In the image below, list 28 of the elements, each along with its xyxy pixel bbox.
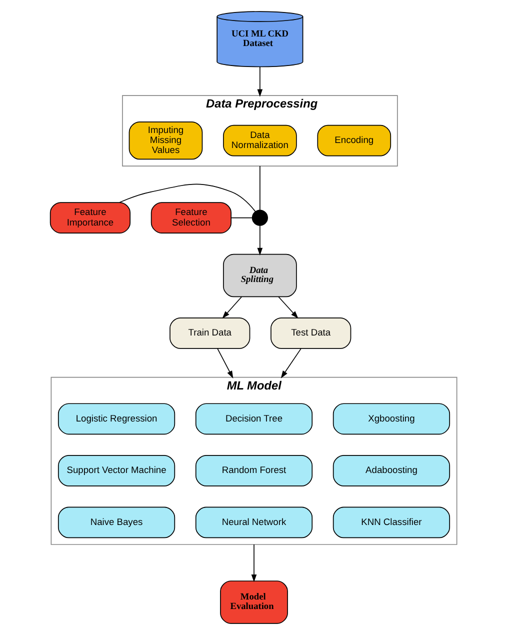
connector — [119, 184, 256, 212]
node-box: Data Splitting — [223, 254, 297, 298]
node-box: Encoding — [317, 124, 392, 156]
node-box: Feature Selection — [150, 202, 232, 234]
node-box: Neural Network — [195, 506, 313, 538]
node-box: Imputing Missing Values — [128, 121, 203, 160]
node-box: Train Data — [170, 318, 250, 349]
arrow — [280, 348, 302, 378]
node-box: Support Vector Machine — [58, 454, 176, 486]
node-box: Test Data — [270, 318, 352, 349]
arrow — [217, 348, 234, 378]
node-circle — [252, 210, 268, 226]
node-box: Feature Importance — [50, 202, 131, 234]
arrow — [251, 544, 257, 582]
node-box: Naive Bayes — [58, 506, 176, 538]
arrow — [222, 296, 242, 319]
arrow — [257, 66, 263, 97]
node-box: Logistic Regression — [58, 403, 176, 435]
arrow — [257, 225, 263, 256]
node-box: Decision Tree — [195, 403, 313, 435]
node-box: Model Evaluation — [220, 580, 288, 624]
node-box: Random Forest — [195, 454, 313, 486]
node-box: KNN Classifier — [332, 506, 450, 538]
node-box: Xgboosting — [332, 403, 450, 435]
connector — [230, 217, 252, 218]
node-box: Data Normalization — [223, 124, 297, 156]
arrow — [278, 296, 298, 319]
node-box: Adaboosting — [332, 454, 450, 486]
